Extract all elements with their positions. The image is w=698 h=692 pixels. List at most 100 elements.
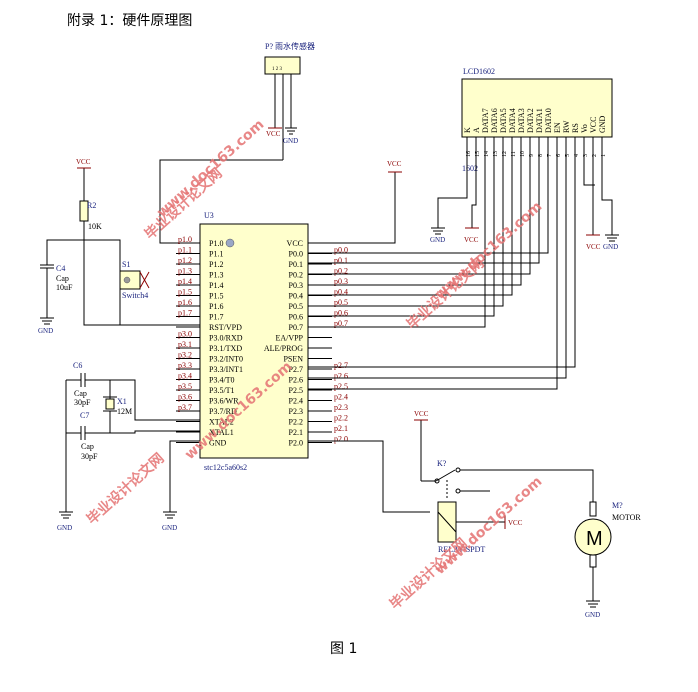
mcu-left-net-label: p1.1 [178,246,192,255]
mcu-left-pin-label: GND [209,439,227,448]
mcu-ref: U3 [204,211,214,220]
mcu-right-net-label: p0.4 [334,288,348,297]
lcd-pin-number: 10 [520,151,526,157]
sensor-gnd-label: GND [283,137,298,145]
lcd-pin-label: DATA1 [535,108,544,133]
mcu-right-net-label: p2.6 [334,372,348,381]
lcd-pin-label: DATA5 [499,108,508,133]
motor-ref: M? [612,501,623,510]
motor-type: MOTOR [612,513,641,522]
lcd-pin-label: DATA2 [526,108,535,133]
lcd-pin-label: DATA4 [508,108,517,133]
lcd-pin-label: K [463,127,472,133]
c7-type: Cap [81,442,94,451]
mcu-right-pin-label: ALE/PROG [264,344,303,353]
mcu-left-pin-label: P1.4 [209,281,223,290]
mcu-right-net-label: p0.1 [334,256,348,265]
lcd-pin-number: 6 [556,154,562,157]
mcu-left-pin-label: P3.5/T1 [209,386,235,395]
c4-gnd-label: GND [38,327,53,335]
mcu-left-net-label: p1.6 [178,298,192,307]
mcu-left-pin-label: XTAL1 [209,428,234,437]
mcu-right-pin-label: P0.4 [289,292,303,301]
lcd-k-gnd-label: GND [430,236,445,244]
mcu-left-pin-label: XTAL2 [209,418,234,427]
crystal-gnd-label: GND [57,524,72,532]
mcu-right-pin-label: P0.3 [289,281,303,290]
mcu-right-pin-label: P2.2 [289,418,303,427]
mcu-left-net-label: p3.3 [178,361,192,370]
r2-ref: R2 [87,201,96,210]
mcu-left-pin-label: P1.3 [209,271,223,280]
watermark-url-2: www.doc163.com [432,199,545,303]
c7-ref: C7 [80,411,89,420]
mcu-right-net-label: p2.4 [334,393,348,402]
lcd-pin-number: 14 [484,151,490,157]
mcu-right-net-label: p0.5 [334,298,348,307]
sensor-label: P? 雨水传感器 [265,41,315,51]
lcd-pin-number: 5 [565,154,571,157]
mcu-left-pin-label: P3.6/WR [209,397,239,406]
mcu-left-pin-label: P3.0/RXD [209,334,243,343]
lcd-pin-label: RW [562,120,571,133]
page-title: 附录 1：硬件原理图 [67,13,193,29]
motor-symbol: M [586,528,603,550]
mcu-right-pin-label: EA/VPP [275,334,303,343]
mcu-left-pin-label: P1.7 [209,313,223,322]
mcu-left-net-label: p1.7 [178,309,192,318]
mcu-left-net-label: p1.3 [178,267,192,276]
mcu-left-net-label: p3.6 [178,393,192,402]
mcu-right-pin-label: P0.1 [289,260,303,269]
mcu-right-net-label: p0.2 [334,267,348,276]
mcu-right-net-label: p0.0 [334,246,348,255]
lcd-pin-number: 4 [574,154,580,157]
k-ref: K? [437,459,447,468]
mcu-left-net-label: p3.5 [178,382,192,391]
lcd-pin-label: A [472,127,481,133]
mcu-left-net-label: p3.1 [178,340,192,349]
c7-val: 30pF [81,452,98,461]
mcu-right-pin-label: P0.7 [289,323,303,332]
mcu-left-pin-label: P1.0 [209,239,223,248]
mcu-left-net-label: p3.4 [178,372,192,381]
relay-vcc-label: VCC [508,519,523,527]
mcu-right-pin-label: P0.5 [289,302,303,311]
lcd-pin-number: 15 [475,151,481,157]
x1-val: 12M [117,407,132,416]
r2-val: 10K [88,222,102,231]
lcd-pin-label: DATA7 [481,108,490,133]
lcd-part: 1602 [462,164,478,173]
watermark-url-1: www.doc163.com [154,117,267,221]
lcd-pin-number: 9 [529,154,535,157]
s1-ref: S1 [122,260,130,269]
mcu-right-pin-label: VCC [287,239,303,248]
mcu-right-pin-label: P2.4 [289,397,303,406]
lcd-pin-number: 16 [466,151,472,157]
mcu-right-pin-label: P2.0 [289,439,303,448]
mcu-left-net-label: p1.0 [178,235,192,244]
sensor-pins: 1 2 3 [272,67,283,72]
mcu-right-net-label: p2.5 [334,382,348,391]
mcu-right-pin-label: P0.6 [289,313,303,322]
lcd-pin-number: 1 [601,154,607,157]
c6-val: 30pF [74,398,91,407]
lcd-pin-label: RS [571,123,580,133]
lcd-pin-number: 2 [592,154,598,157]
lcd-gnd-label: GND [603,243,618,251]
motor-gnd-label: GND [585,611,600,619]
mcu-right-net-label: p2.0 [334,435,348,444]
mcu-right-net-label: p2.1 [334,424,348,433]
x1-ref: X1 [117,397,127,406]
mcu-left-net-label: p3.7 [178,403,192,412]
lcd-module [461,78,613,138]
lcd-pin-number: 8 [538,154,544,157]
watermark-cn-3: 毕业设计论文网 [83,450,167,528]
c4-type: Cap [56,274,69,283]
mcu-left-net-label: p1.4 [178,277,192,286]
mcu-right-net-label: p0.7 [334,319,348,328]
relay-com-vcc-label: VCC [414,410,429,418]
lcd-pin-label: DATA6 [490,108,499,133]
lcd-pin-number: 13 [493,151,499,157]
mcu-right-pin-label: P2.7 [289,365,303,374]
mcu-right-net-label: p2.2 [334,414,348,423]
